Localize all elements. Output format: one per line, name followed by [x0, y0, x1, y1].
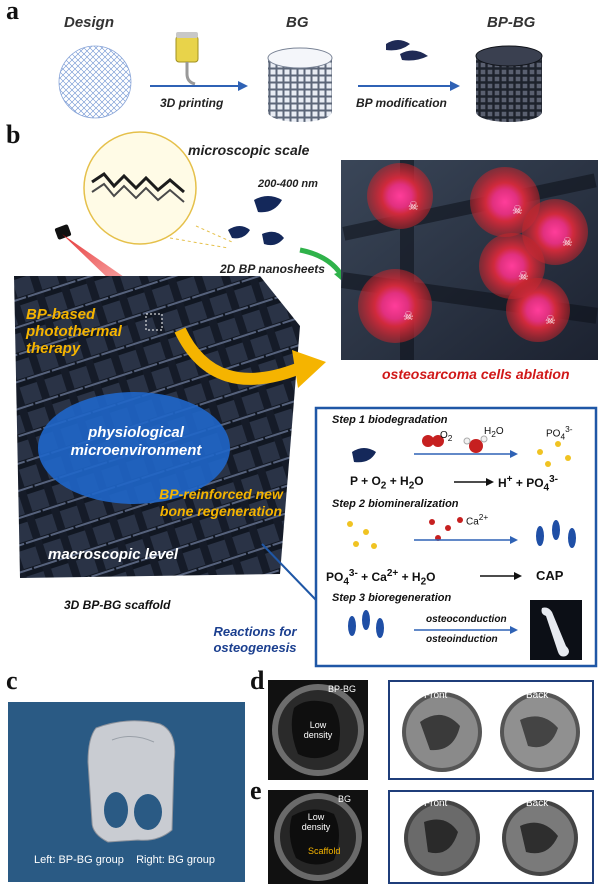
bp-flakes-icon: [386, 40, 428, 61]
d-group-label: BP-BG: [328, 684, 357, 694]
laser-device-icon: [54, 224, 72, 240]
panel-a-label: a: [6, 0, 19, 25]
po4-label: PO43-: [546, 424, 573, 442]
stage-bg-label: BG: [286, 14, 309, 31]
osteoinduction-label: osteoinduction: [426, 634, 498, 645]
o2-molecule-icon: [422, 435, 434, 447]
therapy-label: BP-based photothermal therapy: [26, 306, 122, 357]
printer-nozzle-icon: [175, 32, 199, 86]
d-front-label: Front: [424, 690, 448, 701]
equation-2-left: PO43- + Ca2+ + H2O: [326, 568, 436, 588]
d-photo-frame: Front Back: [388, 680, 594, 780]
osteoconduction-label: osteoconduction: [426, 614, 507, 625]
step1-label: Step 1 biodegradation: [332, 414, 448, 426]
step3-label: Step 3 bioregeneration: [332, 592, 452, 604]
cancer-cell: [358, 269, 432, 343]
e-xray: BG Low density Scaffold: [268, 790, 368, 884]
microenvironment-ellipse: [38, 392, 230, 504]
skull-icon: ☠: [545, 313, 556, 327]
cancer-cells: [358, 163, 588, 343]
ablation-label: osteosarcoma cells ablation: [382, 366, 570, 382]
e-scaffold-label: Scaffold: [308, 846, 341, 856]
equation-2-right: CAP: [536, 568, 564, 583]
skull-icon: ☠: [403, 309, 414, 323]
step-modification-label: BP modification: [356, 96, 447, 110]
ca-label: Ca2+: [466, 512, 489, 528]
stage-bpbg-label: BP-BG: [487, 14, 536, 31]
skull-icon: ☠: [512, 203, 523, 217]
d-back-label: Back: [526, 690, 549, 701]
macroscopic-label: macroscopic level: [48, 546, 179, 563]
equation-1-left: P + O2 + H2O: [350, 474, 424, 492]
nanosheets-label: 2D BP nanosheets: [220, 262, 325, 276]
stage-design-label: Design: [64, 14, 115, 31]
panel-d-label: d: [250, 666, 265, 695]
skull-icon: ☠: [408, 199, 419, 213]
h2o-label: H2O: [484, 426, 504, 439]
skull-icons: ☠ ☠ ☠ ☠ ☠ ☠: [403, 199, 573, 327]
cancer-cell: [470, 167, 540, 237]
size-range-label: 200-400 nm: [258, 178, 318, 190]
skull-icon: ☠: [562, 235, 573, 249]
bg-scaffold: [267, 47, 333, 122]
step2-label: Step 2 biomineralization: [332, 498, 459, 510]
scaffold-label: 3D BP-BG scaffold: [64, 598, 171, 612]
cancer-cell: [506, 278, 570, 342]
bp-nanosheets-icon: [228, 196, 284, 246]
panel-b-label: b: [6, 120, 21, 149]
panel-a-graphic: [58, 32, 543, 122]
zoom-circle: [83, 131, 197, 245]
e-group-label: BG: [338, 794, 352, 804]
h2o-molecule-icon: [469, 439, 483, 453]
o2-label: O2: [440, 430, 453, 443]
bp-layers-icon: [91, 172, 185, 203]
cap-ellipses: [536, 520, 576, 548]
zoom-box: [145, 313, 163, 331]
e-front-label: Front: [424, 798, 448, 809]
cancer-cell: [367, 163, 433, 229]
phosphate-dots: [537, 441, 571, 467]
reactions-connector: [261, 543, 317, 601]
bpbg-scaffold: [475, 45, 543, 122]
panel-c-label: c: [6, 666, 18, 695]
e-photo-frame: Front Back: [388, 790, 594, 884]
reactions-title: Reactions for osteogenesis: [213, 624, 297, 655]
design-mesh: [58, 45, 132, 119]
panel-b-graphic: ☠ ☠ ☠ ☠ ☠ ☠: [14, 131, 598, 668]
step-printing-label: 3D printing: [160, 96, 224, 110]
skull-model: [87, 720, 176, 843]
ct-image: Left: BP-BG group Right: BG group: [8, 702, 245, 882]
equation-1-right: H+ + PO43-: [498, 474, 558, 494]
e-density-label: Low density: [301, 812, 331, 832]
panel-e-label: e: [250, 776, 262, 805]
d-xray: BP-BG Low density: [268, 680, 368, 780]
bp-sheet-icon: [352, 448, 376, 463]
yellow-curved-arrow: [174, 327, 303, 385]
ct-caption: Left: BP-BG group Right: BG group: [34, 854, 215, 866]
bone-icon: [541, 607, 569, 657]
e-back-label: Back: [526, 798, 549, 809]
physiological-label: physiological microenvironment: [70, 424, 202, 459]
d-density-label: Low density: [303, 720, 333, 740]
microscopic-scale-label: microscopic scale: [188, 142, 310, 158]
reinforced-label: BP-reinforced new bone regeneration: [159, 486, 283, 519]
skull-icon: ☠: [518, 269, 529, 283]
